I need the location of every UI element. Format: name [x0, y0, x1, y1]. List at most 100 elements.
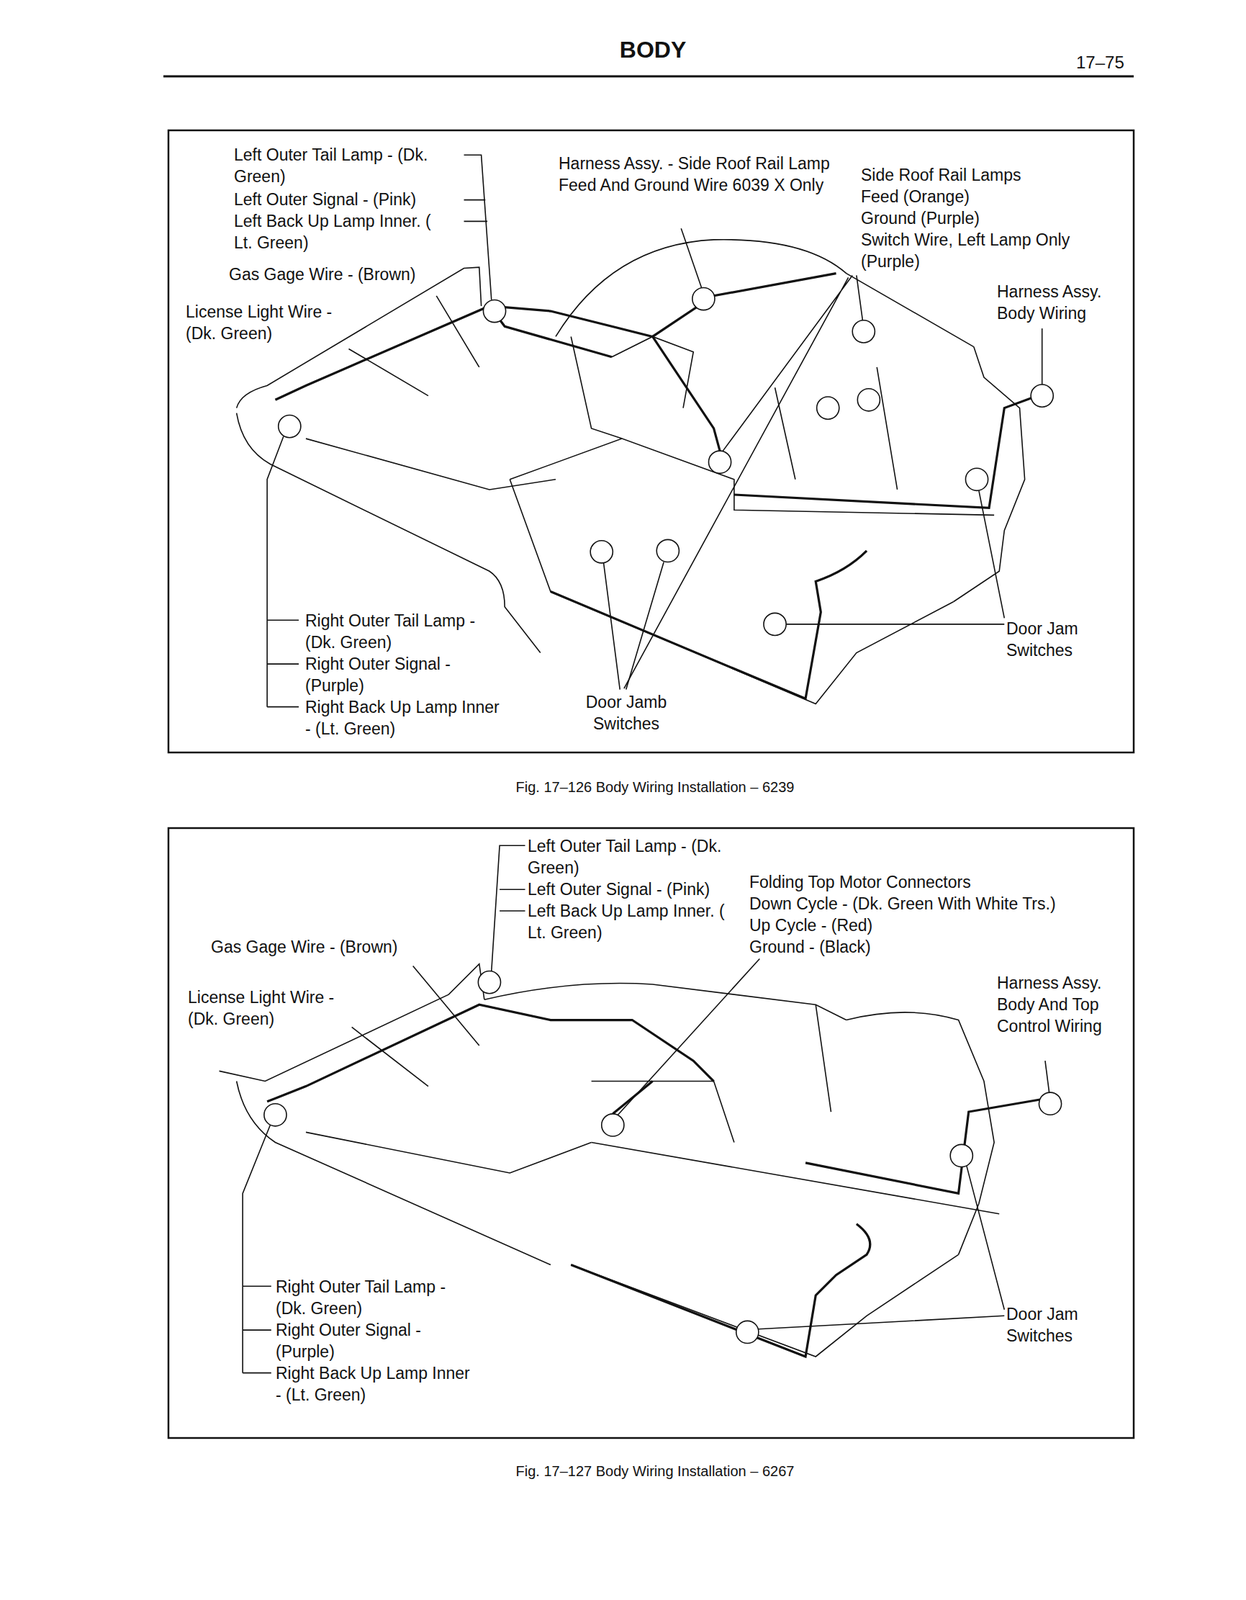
wire-label: Right Outer Tail Lamp - (Dk. Green)	[305, 609, 478, 653]
page-heading: BODY	[544, 38, 761, 61]
callout-circle	[692, 287, 715, 310]
wire-label: Gas Gage Wire - (Brown)	[210, 935, 449, 958]
wire-label: Left Outer Tail Lamp - (Dk. Green)	[527, 834, 730, 879]
bracket-line	[491, 845, 526, 971]
callout-circle	[736, 1320, 759, 1343]
harness-label: Harness Assy. - Side Roof Rail Lamp Feed…	[558, 152, 836, 196]
harness-label: Harness Assy. Body Wiring	[996, 280, 1126, 324]
leader-line	[436, 295, 479, 368]
page-number: 17–75	[1076, 51, 1134, 74]
leader-line	[758, 1165, 1005, 1329]
compartment-line	[591, 1081, 735, 1143]
wire-label: Ground (Purple)	[860, 207, 1121, 229]
body-line	[953, 346, 1025, 602]
windshield-frame	[815, 1004, 831, 1112]
leader-line	[680, 228, 702, 288]
leader-line	[624, 274, 863, 689]
bracket-line	[242, 1124, 272, 1372]
wire-label: Down Cycle - (Dk. Green With White Trs.)	[749, 892, 1128, 915]
wire-label: License Light Wire - (Dk. Green)	[185, 300, 359, 345]
harness-wire	[489, 305, 612, 358]
sill-line	[591, 1142, 1000, 1214]
floor-line	[305, 1131, 592, 1173]
wire-label: Left Back Up Lamp Inner. ( Lt. Green)	[527, 899, 730, 943]
callout-circle	[816, 396, 840, 419]
leader-line	[786, 490, 1005, 625]
wire-label: Right Outer Tail Lamp - (Dk. Green)	[275, 1275, 449, 1319]
leader-line	[603, 562, 665, 690]
body-line	[236, 1081, 551, 1265]
callout-circle	[590, 540, 613, 563]
body-outline	[236, 239, 1026, 704]
harness-wire	[570, 1223, 871, 1357]
switch-label: Door Jamb Switches	[565, 691, 688, 735]
harness-wire	[734, 397, 1033, 508]
car-body-figure-2	[219, 845, 1062, 1372]
figure-caption: Fig. 17–127 Body Wiring Installation – 6…	[406, 1459, 904, 1482]
figure-frame	[168, 827, 1134, 1438]
callout-circle	[601, 1113, 625, 1136]
wire-label: Gas Gage Wire - (Brown)	[228, 263, 460, 286]
callout-circle	[965, 467, 988, 491]
wire-label: Right Back Up Lamp Inner - (Lt. Green)	[305, 696, 500, 740]
seat-back	[611, 336, 694, 408]
callout-circle	[950, 1143, 973, 1167]
floor-line	[305, 438, 556, 490]
callout-circle	[1038, 1091, 1062, 1115]
switch-label: Door Jam Switches	[1006, 1302, 1122, 1347]
leader-line	[617, 958, 760, 1115]
body-line	[846, 1012, 995, 1254]
wire-label: Up Cycle - (Red)	[749, 914, 966, 936]
switch-label: Door Jam Switches	[1006, 617, 1122, 661]
bracket-line	[267, 436, 299, 707]
callout-circle	[857, 388, 880, 412]
leader-line	[1041, 328, 1044, 385]
wire-label: License Light Wire - (Dk. Green)	[187, 986, 361, 1030]
wire-harness	[267, 1004, 1041, 1357]
callout-circle	[264, 1103, 287, 1126]
wire-label: Left Outer Tail Lamp - (Dk. Green)	[233, 143, 450, 188]
wire-label: Switch Wire, Left Lamp Only (Purple)	[860, 228, 1113, 273]
callout-circle	[708, 450, 731, 473]
wire-label: Right Outer Signal - (Purple)	[305, 652, 478, 697]
callout-circle	[278, 415, 301, 438]
callout-circle	[763, 612, 787, 635]
callout-circle	[852, 320, 875, 343]
wire-label: Ground - (Black)	[749, 935, 966, 958]
pillar-line	[775, 367, 898, 490]
wire-label: Right Back Up Lamp Inner - (Lt. Green)	[275, 1361, 471, 1406]
harness-wire	[612, 1081, 653, 1114]
callout-circle	[482, 299, 506, 322]
callout-circles	[278, 287, 1054, 635]
body-line	[236, 267, 482, 408]
harness-wire	[274, 273, 836, 401]
harness-label: Harness Assy. Body And Top Control Wirin…	[996, 971, 1126, 1037]
body-outline	[219, 963, 1000, 1357]
wire-label: Feed (Orange)	[860, 185, 1121, 208]
deck-line	[484, 983, 847, 1020]
harness-wire	[652, 336, 720, 451]
leader-line	[464, 154, 492, 300]
leader-line	[1045, 1060, 1050, 1092]
wire-label: Left Back Up Lamp Inner. ( Lt. Green)	[233, 210, 450, 254]
callout-circle	[656, 539, 679, 562]
callout-circles	[264, 971, 1062, 1344]
body-line	[236, 413, 541, 653]
leader-line	[413, 965, 480, 1045]
wire-label: Side Roof Rail Lamps	[860, 164, 1121, 186]
figure-frame	[168, 130, 1134, 753]
figure-caption: Fig. 17–126 Body Wiring Installation – 6…	[406, 775, 904, 798]
callout-circle	[1030, 384, 1054, 407]
header-rule	[163, 75, 1134, 78]
leader-line	[351, 1026, 429, 1086]
leader-line	[348, 348, 428, 396]
wire-harness	[274, 273, 1032, 699]
connector-label: Folding Top Motor Connectors	[749, 870, 1124, 893]
leader-lines	[242, 845, 1049, 1372]
callout-circle	[477, 971, 501, 994]
leader-line	[464, 200, 489, 222]
wire-label: Left Outer Signal - (Pink)	[233, 188, 472, 211]
harness-wire	[805, 1099, 1041, 1193]
wire-label: Right Outer Signal - (Purple)	[275, 1318, 449, 1362]
wire-label: Left Outer Signal - (Pink)	[527, 878, 748, 900]
